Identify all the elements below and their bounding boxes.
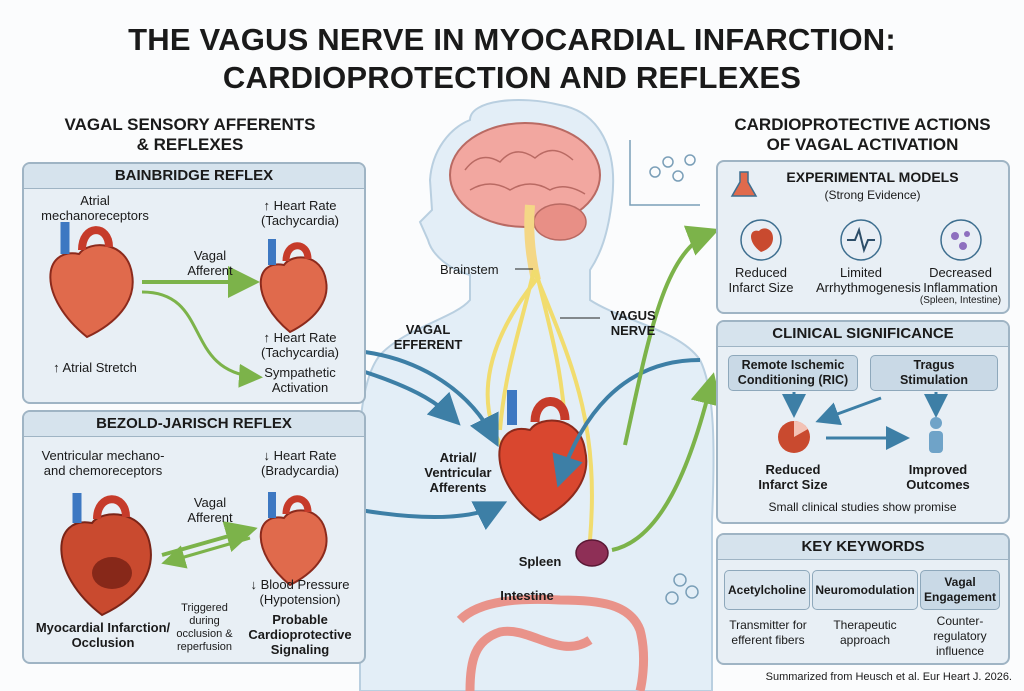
bainbridge-heart-small [259, 239, 328, 334]
bainbridge-receptor-label: Atrial mechanoreceptors [41, 193, 149, 223]
keyword-desc-3: Counter- regulatory influence [933, 614, 987, 658]
bezold-trigger-label: Triggered during occlusion & reperfusion [176, 602, 233, 653]
experimental-item-3: Decreased Inflammation [923, 265, 998, 295]
right-heading-line1: CARDIOPROTECTIVE ACTIONS [734, 115, 991, 134]
bainbridge-effect1-label: ↑ Heart Rate (Tachycardia) [260, 198, 340, 228]
clinical-diagram [778, 392, 948, 453]
ric-method-box: Remote Ischemic Conditioning (RIC) [728, 355, 858, 391]
clinical-outcome-1: Reduced Infarct Size [758, 462, 828, 492]
clinical-outcome-2: Improved Outcomes [906, 462, 970, 492]
infarct-icon [740, 219, 782, 261]
bezold-title: BEZOLD-JARISCH REFLEX [24, 412, 364, 437]
vagus-nerve-paths [485, 269, 594, 541]
left-section-heading: VAGAL SENSORY AFFERENTS & REFLEXES [40, 115, 340, 155]
spleen-shape [575, 539, 609, 567]
clinical-footnote: Small clinical studies show promise [768, 500, 957, 514]
cerebellum [533, 203, 587, 241]
bezold-heart-small [259, 492, 328, 587]
clinical-title: CLINICAL SIGNIFICANCE [718, 322, 1008, 347]
brainstem-label: Brainstem [440, 262, 499, 277]
reduced-infarct-icon [778, 420, 810, 453]
experimental-title: EXPERIMENTAL MODELS [786, 169, 959, 185]
bezold-effect2-label: ↓ Blood Pressure (Hypotension) [250, 577, 350, 607]
bezold-heart-large [60, 493, 152, 617]
left-heading-line1: VAGAL SENSORY AFFERENTS [64, 115, 316, 134]
keyword-acetylcholine: Acetylcholine [724, 570, 810, 610]
keyword-desc-2: Therapeutic approach [833, 618, 897, 647]
page-subtitle: CARDIOPROTECTION AND REFLEXES [222, 60, 802, 95]
bainbridge-effect2-label: ↑ Heart Rate (Tachycardia) [260, 330, 340, 360]
efferent-arrows [359, 350, 701, 531]
bainbridge-sympathetic-arrow [141, 290, 263, 388]
right-heading-line2: OF VAGAL ACTIVATION [766, 135, 959, 154]
experimental-item-1: Reduced Infarct Size [728, 265, 794, 295]
bezold-effect3-label: Probable Cardioprotective Signaling [248, 612, 352, 657]
bezold-effect1-label: ↓ Heart Rate (Bradycardia) [260, 448, 340, 478]
keyword-neuromodulation: Neuromodulation [812, 570, 918, 610]
vagal-efferent-label: VAGAL EFFERENT [393, 322, 463, 352]
inflammation-icon [940, 219, 982, 261]
right-section-heading: CARDIOPROTECTIVE ACTIONS OF VAGAL ACTIVA… [715, 115, 1010, 155]
experimental-item-3-note: (Spleen, Intestine) [919, 295, 1002, 306]
experimental-subtitle: (Strong Evidence) [824, 188, 921, 202]
spleen-label: Spleen [518, 554, 562, 569]
keywords-title: KEY KEYWORDS [718, 535, 1008, 560]
page-title: THE VAGUS NERVE IN MYOCARDIAL INFARCTION… [128, 22, 896, 57]
bainbridge-stimulus-label: ↑ Atrial Stretch [53, 360, 137, 375]
clinical-panel: CLINICAL SIGNIFICANCE [716, 320, 1010, 524]
flask-icon [730, 171, 758, 197]
bezold-receptor-label: Ventricular mechano- and chemoreceptors [41, 448, 165, 478]
keyword-vagal-engagement: Vagal Engagement [920, 570, 1000, 610]
intestine-label: Intestine [500, 588, 554, 603]
experimental-icons [730, 171, 982, 261]
bainbridge-diagram [49, 222, 328, 388]
intestine-shape [456, 594, 649, 691]
bainbridge-pathway-label: Vagal Afferent [187, 248, 233, 278]
activation-arrows [611, 225, 722, 552]
tragus-method-box: Tragus Stimulation [870, 355, 998, 391]
body-silhouette [357, 99, 715, 691]
citation: Summarized from Heusch et al. Eur Heart … [765, 671, 1012, 683]
bainbridge-title: BAINBRIDGE REFLEX [24, 164, 364, 189]
afferents-label: Atrial/ Ventricular Afferents [424, 450, 492, 495]
left-heading-line2: & REFLEXES [136, 135, 244, 154]
bezold-diagram [60, 492, 328, 617]
person-icon [929, 417, 943, 453]
bainbridge-effect3-label: Sympathetic Activation [264, 365, 336, 395]
vagus-nerve-label: VAGUS NERVE [610, 308, 656, 338]
bezold-pathway-label: Vagal Afferent [187, 495, 233, 525]
ecg-icon [840, 219, 882, 261]
bezold-return-arrow [161, 536, 251, 569]
bezold-condition-label: Myocardial Infarction/ Occlusion [35, 620, 171, 650]
bainbridge-heart-large [49, 222, 134, 339]
keyword-desc-1: Transmitter for efferent fibers [729, 618, 807, 647]
molecule-decoration [629, 140, 700, 605]
experimental-item-2: Limited Arrhythmogenesis [816, 265, 921, 295]
